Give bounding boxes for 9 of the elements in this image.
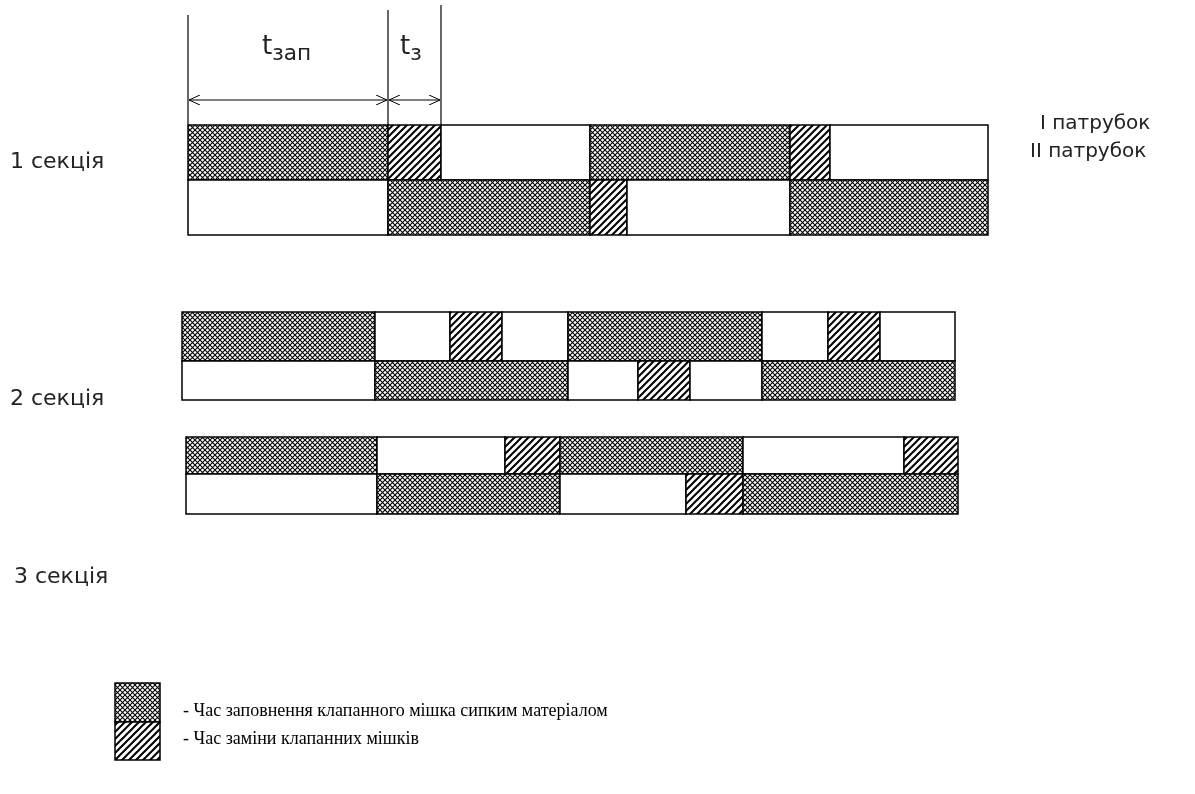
legend-text: - Час заміни клапанних мішків <box>183 728 419 749</box>
duration-label: t$_{зап}$ <box>262 30 312 66</box>
duration-label: t$_{з}$ <box>400 30 422 66</box>
legend-text: - Час заповнення клапанного мішка сипким матеріалом <box>183 700 608 721</box>
pipe-label: I патрубок <box>1040 110 1151 134</box>
pipe-label: II патрубок <box>1030 138 1147 162</box>
section-label: 3 секція <box>14 563 109 588</box>
section-label: 1 секція <box>10 148 105 173</box>
section-label: 2 секція <box>10 385 105 410</box>
